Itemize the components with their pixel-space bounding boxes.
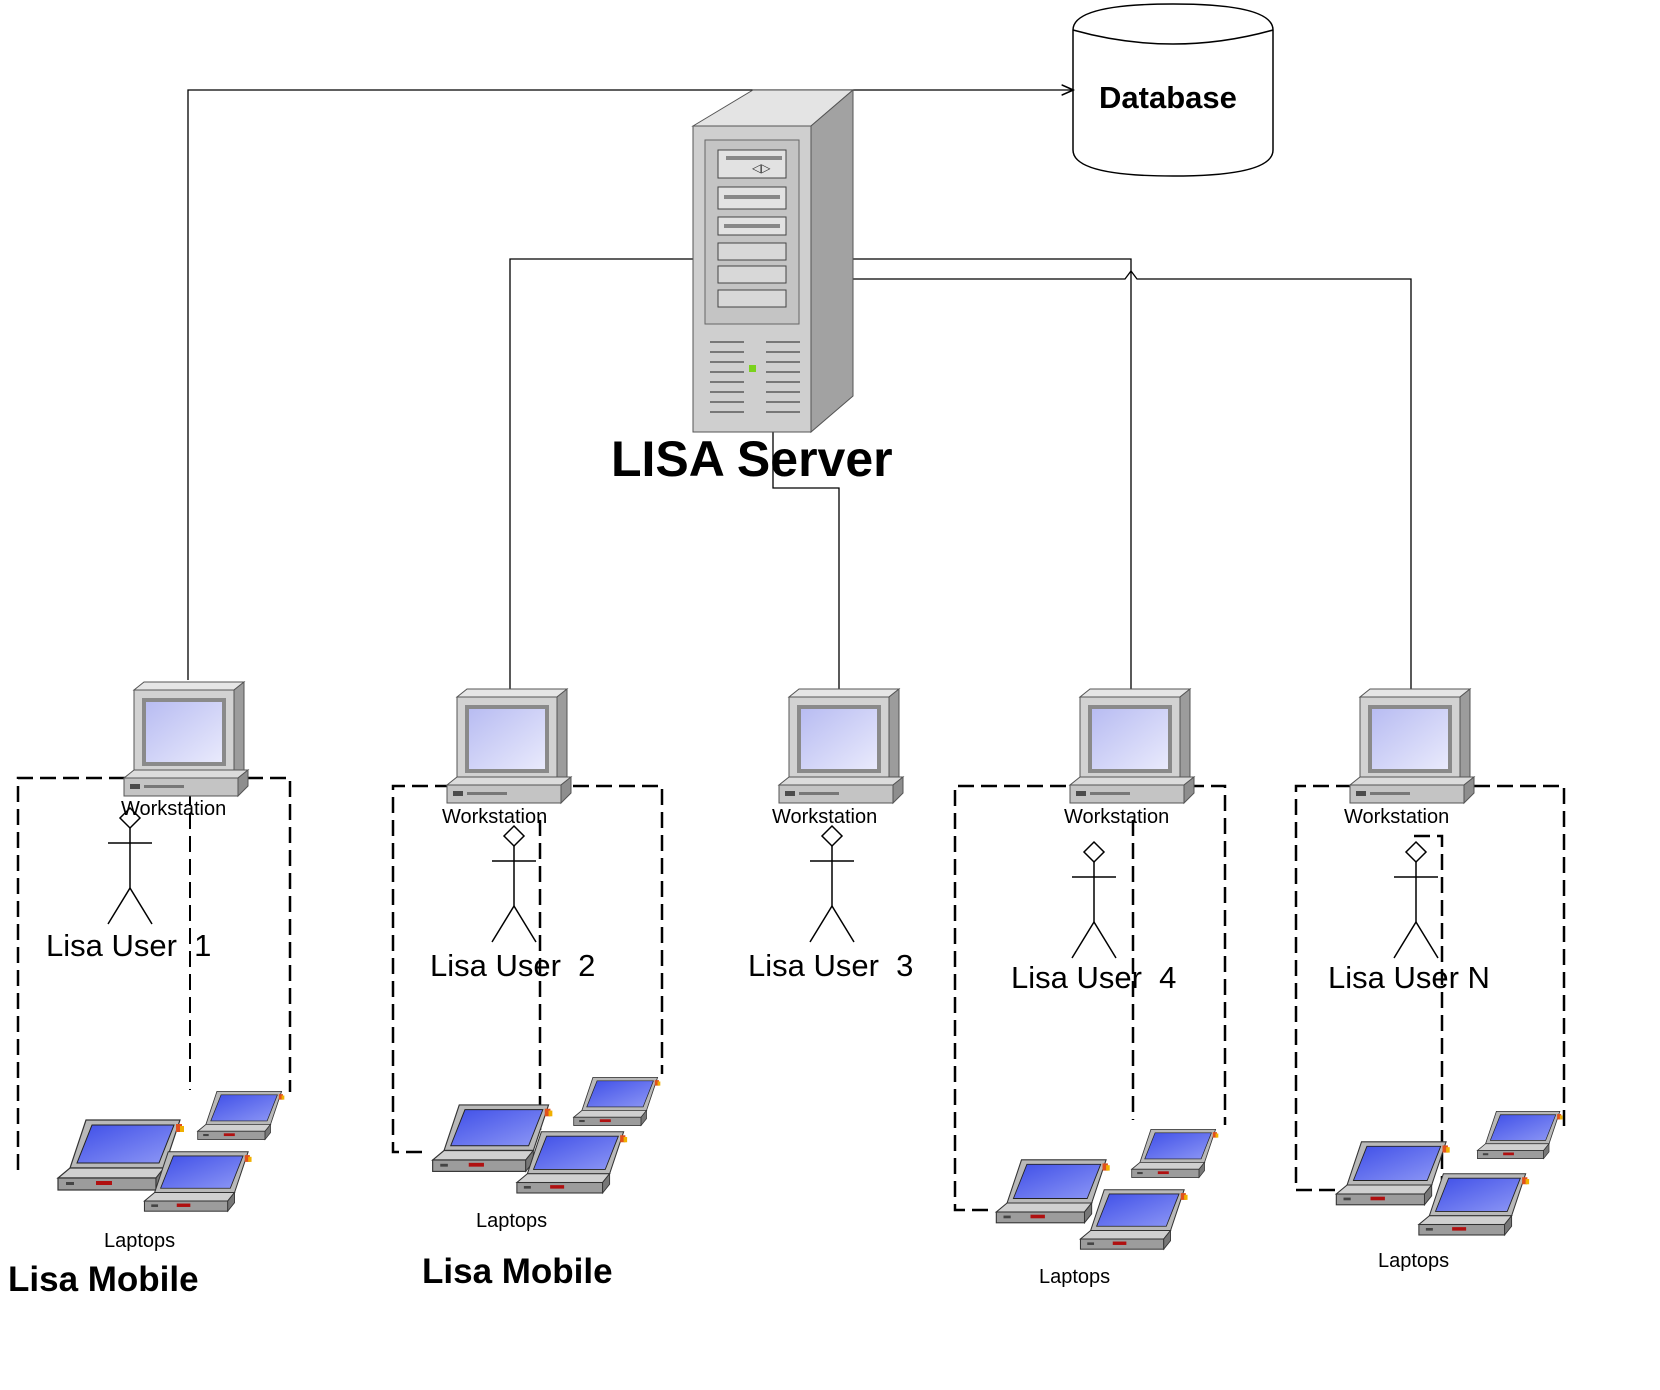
group-boundaries	[16, 776, 1566, 1212]
workstation-icon-1	[123, 681, 249, 797]
server-icon: ◁▷	[691, 88, 855, 434]
workstation-icon-2	[446, 688, 572, 804]
link-server-user4	[830, 258, 1131, 700]
laptop-icon	[995, 1159, 1111, 1224]
link-server-database	[187, 90, 1072, 680]
laptop-icon	[1079, 1189, 1189, 1250]
group-boundary-n	[1294, 784, 1566, 1192]
laptop-icon	[1335, 1141, 1451, 1206]
user-actor-icon-4	[1071, 841, 1117, 959]
link-server-user2	[510, 258, 752, 700]
laptop-group-4	[995, 1128, 1219, 1250]
laptop-icon	[1418, 1173, 1530, 1236]
server-label: LISA Server	[611, 431, 893, 487]
user-label-1: Lisa User 1	[46, 928, 212, 963]
workstation-icon-3	[778, 688, 904, 804]
user-label-4: Lisa User 4	[1011, 960, 1177, 995]
link-server-user3	[772, 430, 839, 700]
laptop-icon	[1477, 1110, 1563, 1160]
laptop-group-1	[57, 1090, 285, 1212]
group-boundary-2	[391, 784, 664, 1154]
workstation-label-2: Workstation	[442, 806, 548, 828]
workstation-icon-4	[1069, 688, 1195, 804]
svg-text:◁▷: ◁▷	[751, 161, 771, 175]
user-actor-icon-n	[1393, 841, 1439, 959]
user-actor-icon-3	[809, 825, 855, 943]
group-label-1: Lisa Mobile	[8, 1260, 199, 1299]
database-label: Database	[1099, 80, 1237, 115]
laptops-label-1: Laptops	[104, 1230, 176, 1252]
workstation-label-n: Workstation	[1344, 806, 1450, 828]
laptop-group-n	[1335, 1110, 1563, 1236]
link-server-userN	[752, 269, 1411, 700]
laptop-icon	[197, 1090, 285, 1140]
group-label-2: Lisa Mobile	[422, 1252, 613, 1291]
laptop-icon	[573, 1076, 661, 1126]
laptops-label-n: Laptops	[1378, 1250, 1450, 1272]
group-boundary-4	[953, 784, 1227, 1212]
user-label-n: Lisa User N	[1328, 960, 1490, 995]
database-icon	[1072, 3, 1274, 177]
laptops-label-2: Laptops	[476, 1210, 548, 1232]
user-actor-icon-2	[491, 825, 537, 943]
laptop-group-2	[432, 1076, 661, 1194]
laptop-icon	[1131, 1128, 1219, 1178]
workstation-icon-n	[1349, 688, 1475, 804]
laptops-label-4: Laptops	[1039, 1266, 1111, 1288]
user-actor-icon-1	[107, 807, 153, 925]
workstation-label-1: Workstation	[121, 798, 227, 820]
workstation-label-3: Workstation	[772, 806, 878, 828]
workstation-label-4: Workstation	[1064, 806, 1170, 828]
user-label-2: Lisa User 2	[430, 948, 596, 983]
user-label-3: Lisa User 3	[748, 948, 914, 983]
group-boundary-1	[16, 776, 292, 1170]
